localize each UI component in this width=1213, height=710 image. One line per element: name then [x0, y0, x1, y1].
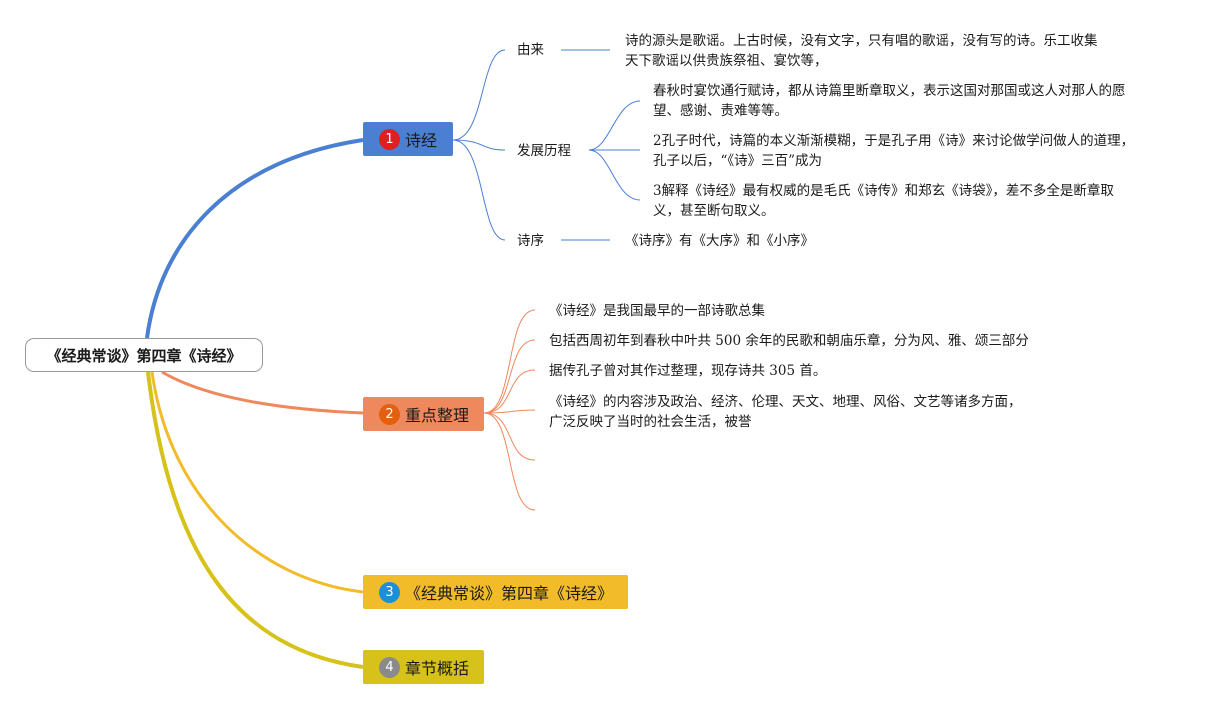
detail-fazhan-1[interactable]: 春秋时宴饮通行赋诗，都从诗篇里断章取义，表示这国对那国或这人对那人的愿 望、感谢…	[653, 81, 1126, 121]
connector-b2-c6	[483, 412, 536, 511]
detail-line: 诗的源头是歌谣。上古时候，没有文字，只有唱的歌谣，没有写的诗。乐工收集	[625, 33, 1098, 49]
topic-shixu[interactable]: 诗序	[517, 233, 544, 249]
detail-fazhan-3[interactable]: 3解释《诗经》最有权威的是毛氏《诗传》和郑玄《诗袋》，差不多全是断章取 义，甚至…	[653, 181, 1114, 221]
branch-zhongdian-zhengli[interactable]: 2 重点整理	[363, 397, 484, 431]
connector-b2-c5	[483, 412, 536, 461]
connector-b1-youlai	[452, 49, 506, 141]
point-item[interactable]: 据传孔子曾对其作过整理，现存诗共 305 首。	[549, 363, 827, 379]
detail-line: 孔子以后，“《诗》三百”成为	[653, 153, 823, 169]
topic-fazhan-licheng[interactable]: 发展历程	[517, 143, 571, 159]
connector-root-to-branch-3	[150, 371, 364, 594]
branch-label: 诗经	[405, 131, 438, 150]
connector-fazhan-d3	[588, 149, 641, 201]
connector-b2-c3	[483, 369, 536, 414]
number-badge-icon: 3	[379, 581, 400, 603]
detail-line: 天下歌谣以供贵族祭祖、宴饮等，	[625, 53, 828, 69]
number-badge-icon: 2	[379, 403, 400, 425]
detail-fazhan-2[interactable]: 2孔子时代，诗篇的本义渐渐模糊，于是孔子用《诗》来讨论做学问做人的道理， 孔子以…	[653, 131, 1134, 171]
point-item[interactable]: 《诗经》的内容涉及政治、经济、伦理、天文、地理、风俗、文艺等诸多方面， 广泛反映…	[549, 392, 1022, 432]
connector-root-to-branch-4	[146, 371, 364, 669]
connector-b1-fazhan	[452, 139, 506, 151]
number-badge-icon: 4	[379, 656, 400, 678]
connector-b1-shixu	[452, 139, 506, 241]
point-line: 《诗经》的内容涉及政治、经济、伦理、天文、地理、风俗、文艺等诸多方面，	[549, 394, 1022, 410]
branch-label: 重点整理	[405, 406, 470, 425]
connector-b2-c4	[483, 409, 536, 414]
root-topic[interactable]: 《经典常谈》第四章《诗经》	[25, 338, 263, 372]
branch-label: 《经典常谈》第四章《诗经》	[405, 584, 614, 603]
connector-fazhan-d1	[588, 100, 641, 151]
detail-line: 望、感谢、责难等等。	[653, 103, 788, 119]
branch-label: 章节概括	[405, 659, 470, 678]
point-item[interactable]: 《诗经》是我国最早的一部诗歌总集	[549, 303, 765, 319]
branch-shijing[interactable]: 1 诗经	[363, 122, 453, 156]
branch-zhangjie-gaikuo[interactable]: 4 章节概括	[363, 650, 484, 684]
connector-b2-c1	[483, 309, 536, 414]
detail-line: 3解释《诗经》最有权威的是毛氏《诗传》和郑玄《诗袋》，差不多全是断章取	[653, 183, 1114, 199]
point-item[interactable]: 包括西周初年到春秋中叶共 500 余年的民歌和朝庙乐章，分为风、雅、颂三部分	[549, 333, 1029, 349]
topic-youlai[interactable]: 由来	[517, 42, 544, 58]
branch-jingdian-changtan[interactable]: 3 《经典常谈》第四章《诗经》	[363, 575, 628, 609]
connector-root-to-branch-2	[161, 370, 364, 415]
number-badge-icon: 1	[379, 128, 400, 150]
connector-root-to-branch-1	[145, 138, 364, 339]
point-line: 广泛反映了当时的社会生活，被誉	[549, 414, 752, 430]
detail-shixu[interactable]: 《诗序》有《大序》和《小序》	[625, 233, 814, 249]
detail-line: 春秋时宴饮通行赋诗，都从诗篇里断章取义，表示这国对那国或这人对那人的愿	[653, 83, 1126, 99]
connector-b2-c2	[483, 339, 536, 414]
detail-youlai[interactable]: 诗的源头是歌谣。上古时候，没有文字，只有唱的歌谣，没有写的诗。乐工收集 天下歌谣…	[625, 31, 1098, 71]
detail-line: 2孔子时代，诗篇的本义渐渐模糊，于是孔子用《诗》来讨论做学问做人的道理，	[653, 133, 1135, 149]
detail-line: 义，甚至断句取义。	[653, 203, 775, 219]
